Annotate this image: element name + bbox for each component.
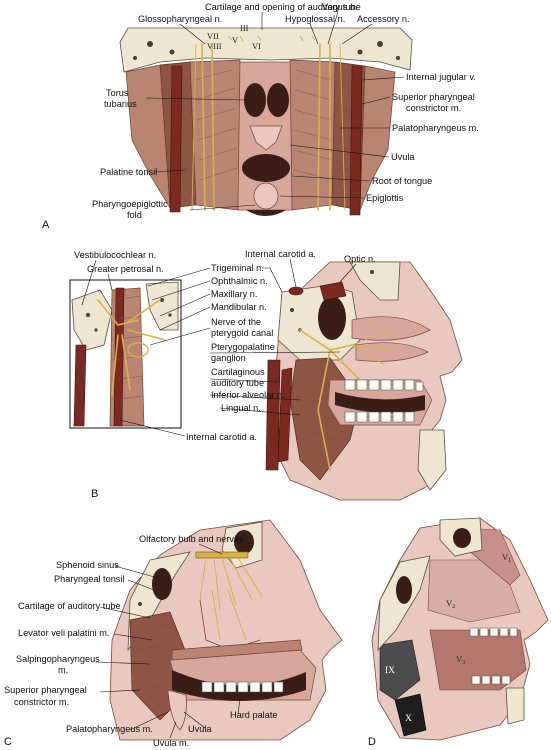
label-optic-n: Optic n.: [344, 254, 376, 264]
numeral-iii: III: [240, 23, 249, 33]
panel-b-labels: Vestibulocochlear n. Greater petrosal n.…: [74, 249, 376, 500]
label-internal-jugular-v: Internal jugular v.: [406, 72, 476, 82]
panel-d-illustration: [371, 517, 549, 741]
panel-b-head: [265, 261, 463, 501]
zone-v1: V1: [502, 552, 511, 564]
label-tubarius: tubarius: [104, 99, 137, 109]
label-trigeminal-n: Trigeminal n.: [211, 263, 264, 273]
label-pterygoid-canal: pterygoid canal: [211, 328, 273, 338]
zone-x: X: [405, 714, 412, 724]
label-greater-petrosal-n: Greater petrosal n.: [87, 264, 164, 274]
panel-b-inset: [69, 279, 182, 429]
label-epiglottis: Epiglottis: [366, 193, 404, 203]
label-ganglion: ganglion: [211, 353, 246, 363]
panel-c-illustration: [109, 519, 343, 741]
panel-a-labels: Cartilage and opening of auditory tube G…: [42, 2, 479, 231]
label-root-of-tongue: Root of tongue: [372, 176, 432, 186]
label-nerve-of-the: Nerve of the: [211, 317, 261, 327]
label-accessory-n: Accessory n.: [357, 14, 410, 24]
panel-c-labels: Olfactory bulb and nerves Sphenoid sinus…: [4, 534, 278, 748]
label-auditory-tube: auditory tube: [211, 378, 264, 388]
panel-letter-a: A: [42, 219, 50, 231]
label-palatopharyngeus-m: Palatopharyngeus m.: [392, 123, 479, 133]
label-vestibulocochlear-n: Vestibulocochlear n.: [74, 250, 156, 260]
label-internal-carotid-a-lower: Internal carotid a.: [186, 432, 257, 442]
label-inferior-alveolar-n: Inferior alveolar n.: [211, 390, 285, 400]
panel-d-labels: V1 V2 V3 IX X D: [368, 552, 511, 748]
label-uvula-c: Uvula: [188, 724, 212, 734]
label-cartilage-auditory-tube: Cartilage and opening of auditory tube: [205, 2, 361, 12]
numeral-viii: VIII: [207, 41, 222, 51]
zone-v3: V3: [456, 654, 465, 666]
label-hypoglossal-n: Hypoglossal n.: [285, 14, 345, 24]
label-lingual-n: Lingual n.: [221, 403, 261, 413]
numeral-vii: VII: [207, 31, 219, 41]
label-cartilaginous: Cartilaginous: [211, 367, 265, 377]
label-salpingopharyngeus: Salpingopharyngeus: [16, 654, 100, 664]
panel-a-illustration: [119, 27, 413, 216]
label-pterygopalatine: Pterygopalatine: [211, 342, 275, 352]
label-cartilage-auditory-tube-c: Cartilage of auditory tube: [18, 601, 121, 611]
label-sphenoid-sinus: Sphenoid sinus: [56, 560, 119, 570]
label-constrictor-m-c: constrictor m.: [14, 697, 69, 707]
panel-letter-c: C: [4, 736, 12, 748]
label-uvula: Uvula: [391, 152, 415, 162]
label-levator-veli-palatini: Levator veli palatini m.: [18, 628, 109, 638]
label-glossopharyngeal-n: Glossopharyngeal n.: [138, 14, 222, 24]
label-ophthalmic-n: Ophthalmic n.: [211, 276, 268, 286]
label-internal-carotid-a-upper: Internal carotid a.: [245, 249, 316, 259]
label-fold: fold: [127, 210, 142, 220]
label-salpingo-m: m.: [58, 665, 68, 675]
label-constrictor-m: constrictor m.: [406, 103, 461, 113]
label-palatopharyngeus-c: Palatopharyngeus m.: [66, 724, 153, 734]
label-maxillary-n: Maxillary n.: [211, 289, 257, 299]
label-hard-palate: Hard palate: [230, 710, 278, 720]
zone-ix: IX: [385, 666, 395, 676]
label-torus: Torus: [106, 88, 129, 98]
label-palatine-tonsil: Palatine tonsil: [100, 167, 157, 177]
label-pharyngeal-tonsil: Pharyngeal tonsil: [54, 574, 124, 584]
numeral-vi: VI: [252, 41, 261, 51]
label-pharyngoepiglottic: Pharyngoepiglottic: [92, 199, 168, 209]
label-mandibular-n: Mandibular n.: [211, 302, 267, 312]
label-vagus-n: Vagus n.: [322, 2, 358, 12]
panel-letter-b: B: [91, 488, 98, 500]
label-olfactory-bulb: Olfactory bulb and nerves: [139, 534, 244, 544]
label-uvula-m: Uvula m.: [153, 738, 189, 748]
numeral-v: V: [232, 35, 239, 45]
zone-v2: V2: [446, 598, 455, 610]
label-superior-pharyngeal: Superior pharyngeal: [392, 92, 475, 102]
panel-letter-d: D: [368, 736, 376, 748]
label-superior-pharyngeal-c: Superior pharyngeal: [4, 685, 87, 695]
